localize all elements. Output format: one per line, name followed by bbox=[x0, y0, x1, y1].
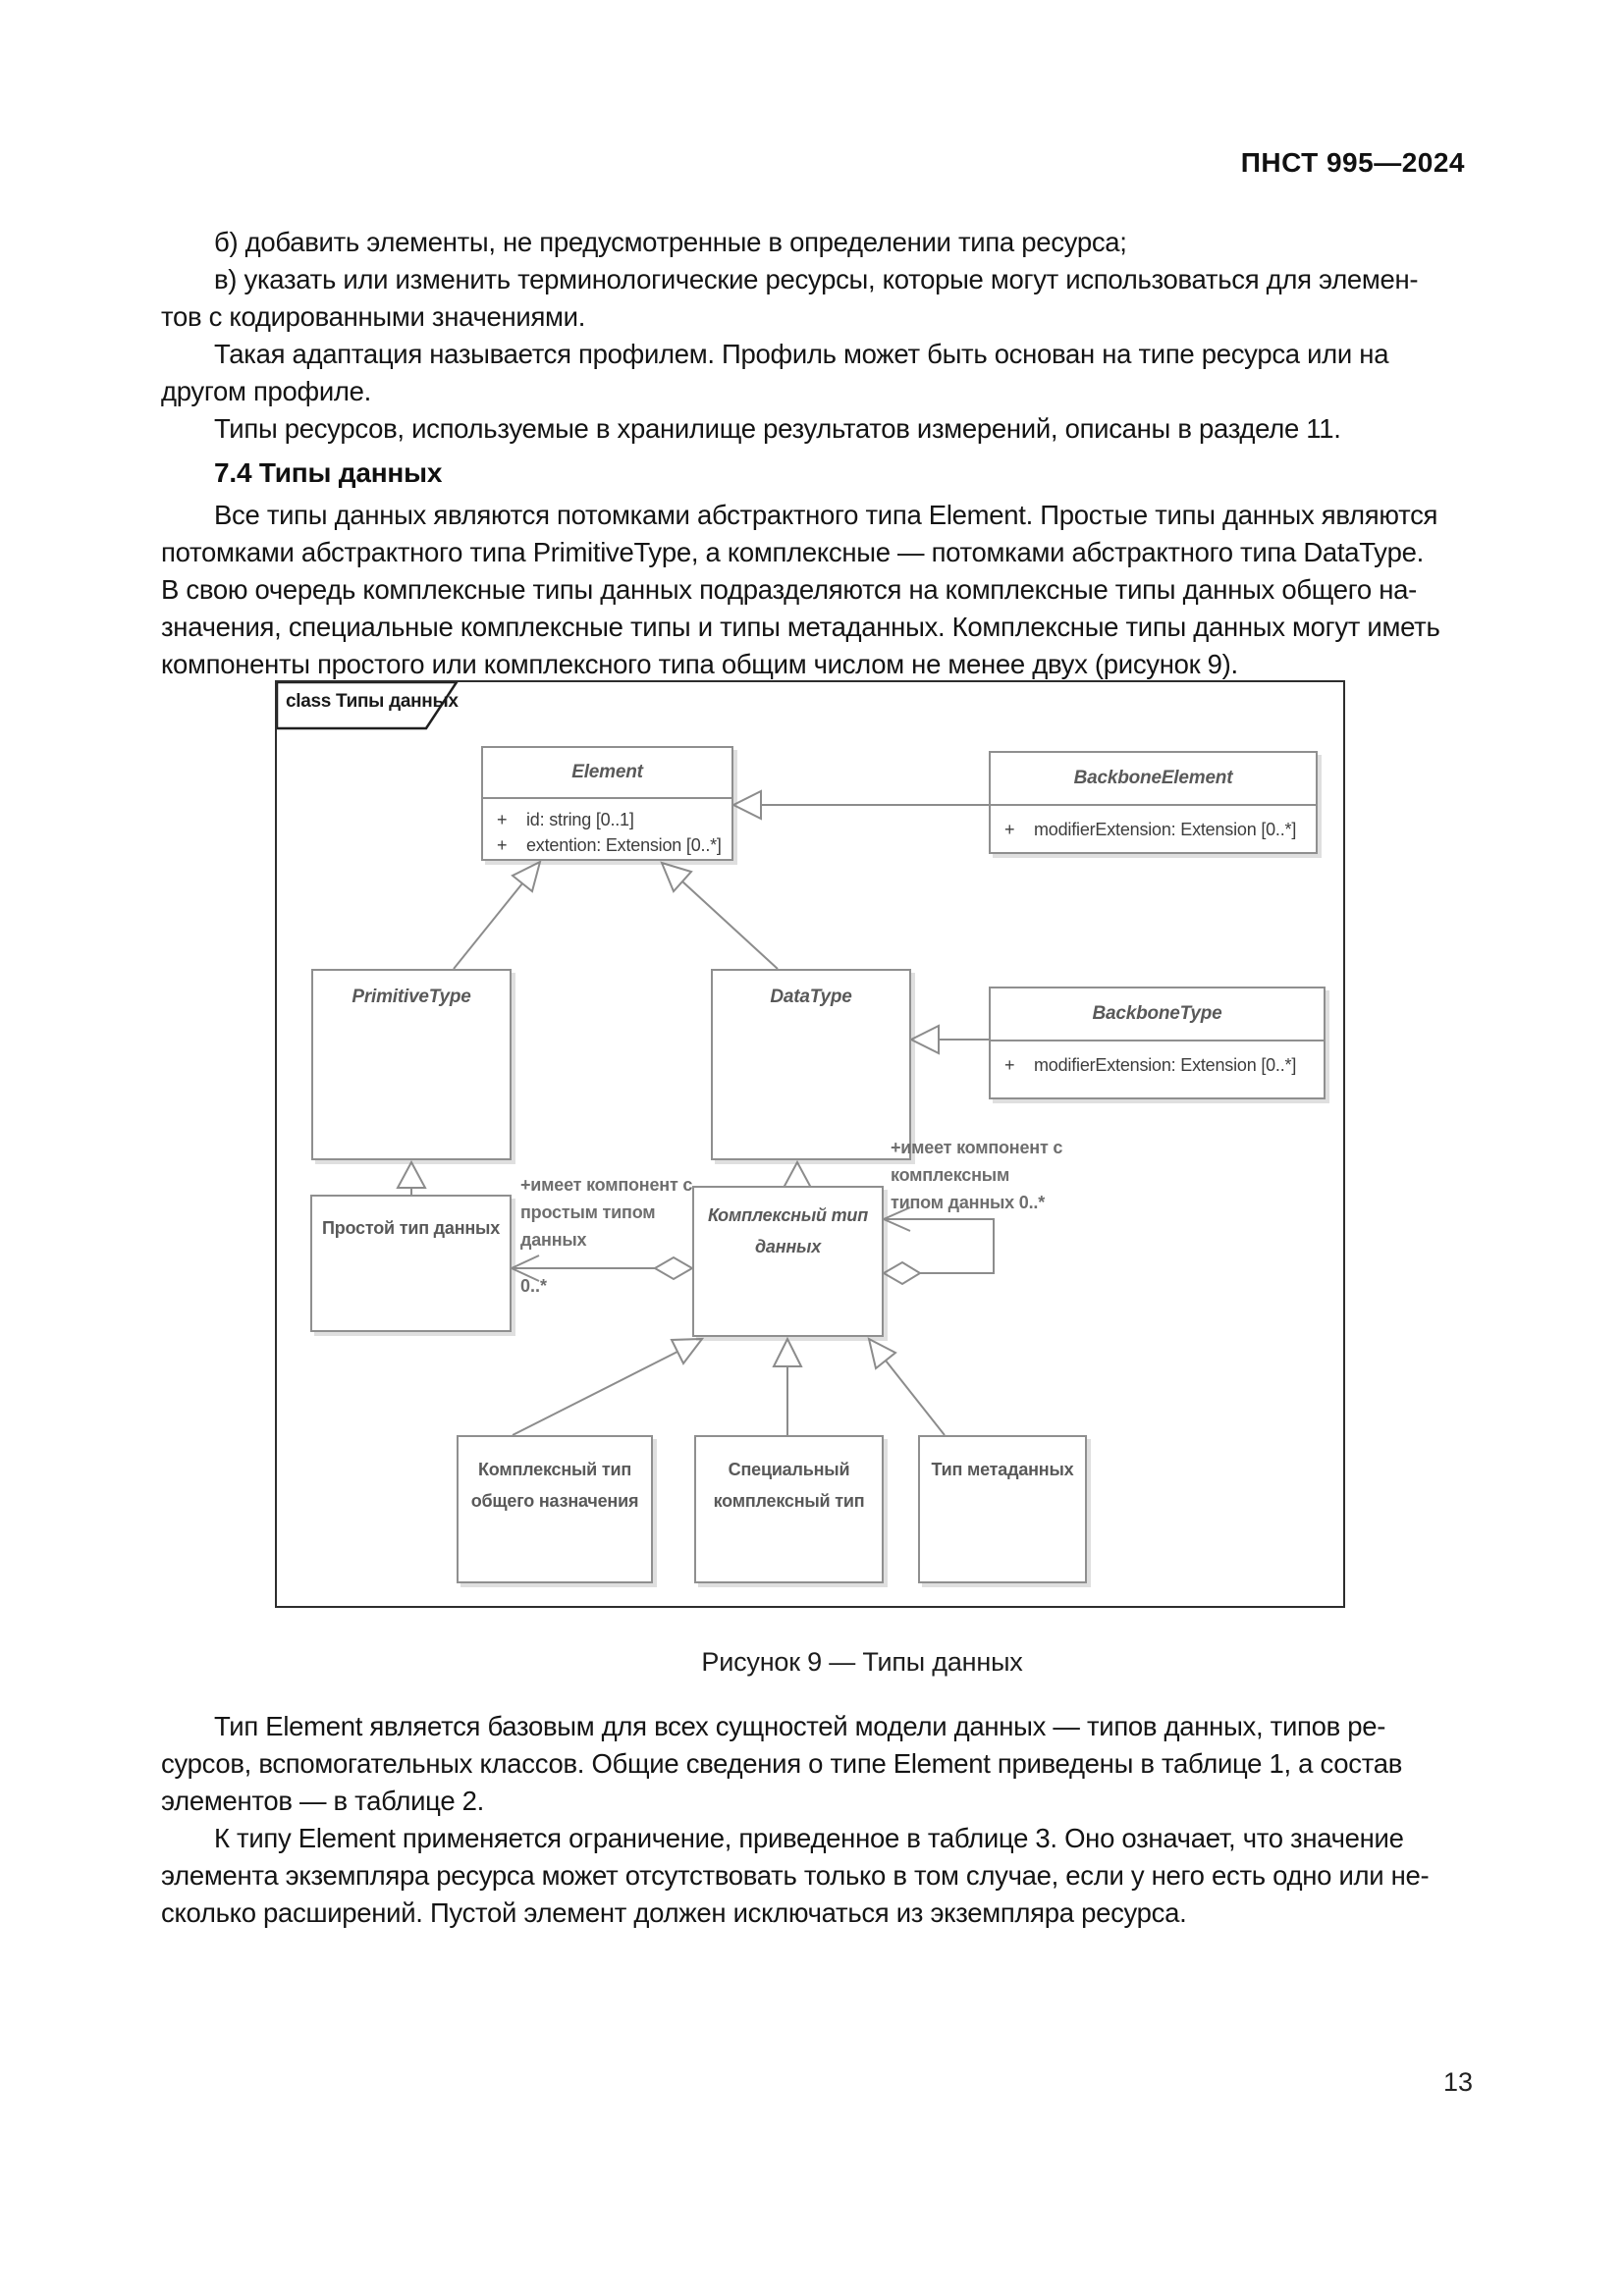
generalization-generalcomplex-complextype bbox=[512, 1337, 705, 1436]
class-attribute: +modifierExtension: Extension [0..*] bbox=[1004, 1055, 1297, 1075]
figure-caption: Рисунок 9 — Типы данных bbox=[701, 1647, 1023, 1677]
body-line: компоненты простого или комплексного тип… bbox=[161, 649, 1238, 679]
generalization-backbonetype-datatype bbox=[908, 1024, 989, 1055]
document-code: ПНСТ 995—2024 bbox=[1240, 147, 1465, 178]
generalization-specialcomplex-complextype bbox=[772, 1336, 803, 1435]
frame-tab bbox=[277, 682, 459, 730]
body-line: элемента экземпляра ресурса может отсутс… bbox=[161, 1860, 1430, 1891]
body-line: сколько расширений. Пустой элемент долже… bbox=[161, 1897, 1187, 1928]
body-line: б) добавить элементы, не предусмотренные… bbox=[214, 227, 1127, 257]
diagram-connectors bbox=[277, 682, 995, 1436]
class-simple-type: Простой тип данных bbox=[310, 1195, 512, 1332]
uml-class-diagram: class Типы данных Element +id: string [0… bbox=[275, 680, 1345, 1608]
body-line: другом профиле. bbox=[161, 376, 371, 406]
frame-label: class Типы данных bbox=[286, 691, 459, 712]
generalization-datatype-element bbox=[660, 861, 779, 970]
body-line: Такая адаптация называется профилем. Про… bbox=[214, 339, 1389, 369]
aggregation-complextype-self bbox=[881, 1206, 995, 1286]
class-backboneelement: BackboneElement +modifierExtension: Exte… bbox=[989, 751, 1318, 854]
association-label-simple: +имеет компонент с простым типом данных bbox=[520, 1175, 693, 1250]
generalization-simpletype-primitivetype bbox=[396, 1159, 427, 1197]
section-heading: 7.4 Типы данных bbox=[214, 457, 443, 488]
closing-paragraph-2: К типу Element применяется ограничение, … bbox=[161, 1820, 1482, 1932]
intro-paragraphs: б) добавить элементы, не предусмотренные… bbox=[161, 224, 1482, 448]
association-label-complex: +имеет компонент с комплексным типом дан… bbox=[891, 1138, 1063, 1212]
multiplicity-simple: 0..* bbox=[520, 1276, 548, 1296]
class-title: Комплексный тип данных bbox=[707, 1205, 869, 1256]
closing-paragraph-1: Тип Element является базовым для всех су… bbox=[161, 1708, 1482, 1820]
body-line: тов с кодированными значениями. bbox=[161, 301, 586, 332]
section-paragraph: Все типы данных являются потомками абстр… bbox=[161, 497, 1482, 683]
class-title: BackboneType bbox=[1092, 1003, 1222, 1024]
body-line: в) указать или изменить терминологически… bbox=[214, 264, 1419, 294]
body-line: сурсов, вспомогательных классов. Общие с… bbox=[161, 1748, 1403, 1779]
body-line: потомками абстрактного типа PrimitiveTyp… bbox=[161, 537, 1424, 567]
class-backbonetype: BackboneType +modifierExtension: Extensi… bbox=[989, 987, 1326, 1099]
generalization-primitivetype-element bbox=[453, 860, 542, 970]
body-line: Все типы данных являются потомками абстр… bbox=[214, 500, 1438, 530]
class-title: Комплексный тип общего назначения bbox=[470, 1460, 639, 1511]
page-number: 13 bbox=[1442, 2067, 1473, 2097]
body-line: значения, специальные комплексные типы и… bbox=[161, 612, 1440, 642]
body-line: элементов — в таблице 2. bbox=[161, 1786, 484, 1816]
body-line: Тип Element является базовым для всех су… bbox=[214, 1711, 1386, 1741]
class-attribute: +modifierExtension: Extension [0..*] bbox=[1004, 820, 1297, 839]
class-title: Специальный комплексный тип bbox=[713, 1460, 865, 1511]
class-special-complex-type: Специальный комплексный тип bbox=[694, 1435, 884, 1583]
body-line: К типу Element применяется ограничение, … bbox=[214, 1823, 1404, 1853]
class-attribute: +extention: Extension [0..*] bbox=[497, 835, 722, 855]
class-metadata-type: Тип метаданных bbox=[918, 1435, 1087, 1583]
generalization-backboneelement-element bbox=[731, 789, 989, 821]
class-complex-type: Комплексный тип данных bbox=[692, 1186, 884, 1337]
class-datatype: DataType bbox=[711, 969, 911, 1160]
class-attribute: +id: string [0..1] bbox=[497, 810, 634, 829]
class-title: Тип метаданных bbox=[931, 1460, 1074, 1479]
class-title: BackboneElement bbox=[1073, 768, 1233, 788]
generalization-metadatatype-complextype bbox=[867, 1337, 946, 1436]
body-line: Типы ресурсов, используемые в хранилище … bbox=[214, 413, 1341, 444]
class-element: Element +id: string [0..1] +extention: E… bbox=[481, 746, 733, 861]
body-line: В свою очередь комплексные типы данных п… bbox=[161, 574, 1417, 605]
class-title: Простой тип данных bbox=[321, 1218, 501, 1238]
class-title: DataType bbox=[770, 987, 852, 1007]
class-title: Element bbox=[571, 762, 643, 782]
class-title: PrimitiveType bbox=[352, 987, 471, 1007]
class-primitivetype: PrimitiveType bbox=[311, 969, 512, 1160]
class-general-complex-type: Комплексный тип общего назначения bbox=[457, 1435, 653, 1583]
